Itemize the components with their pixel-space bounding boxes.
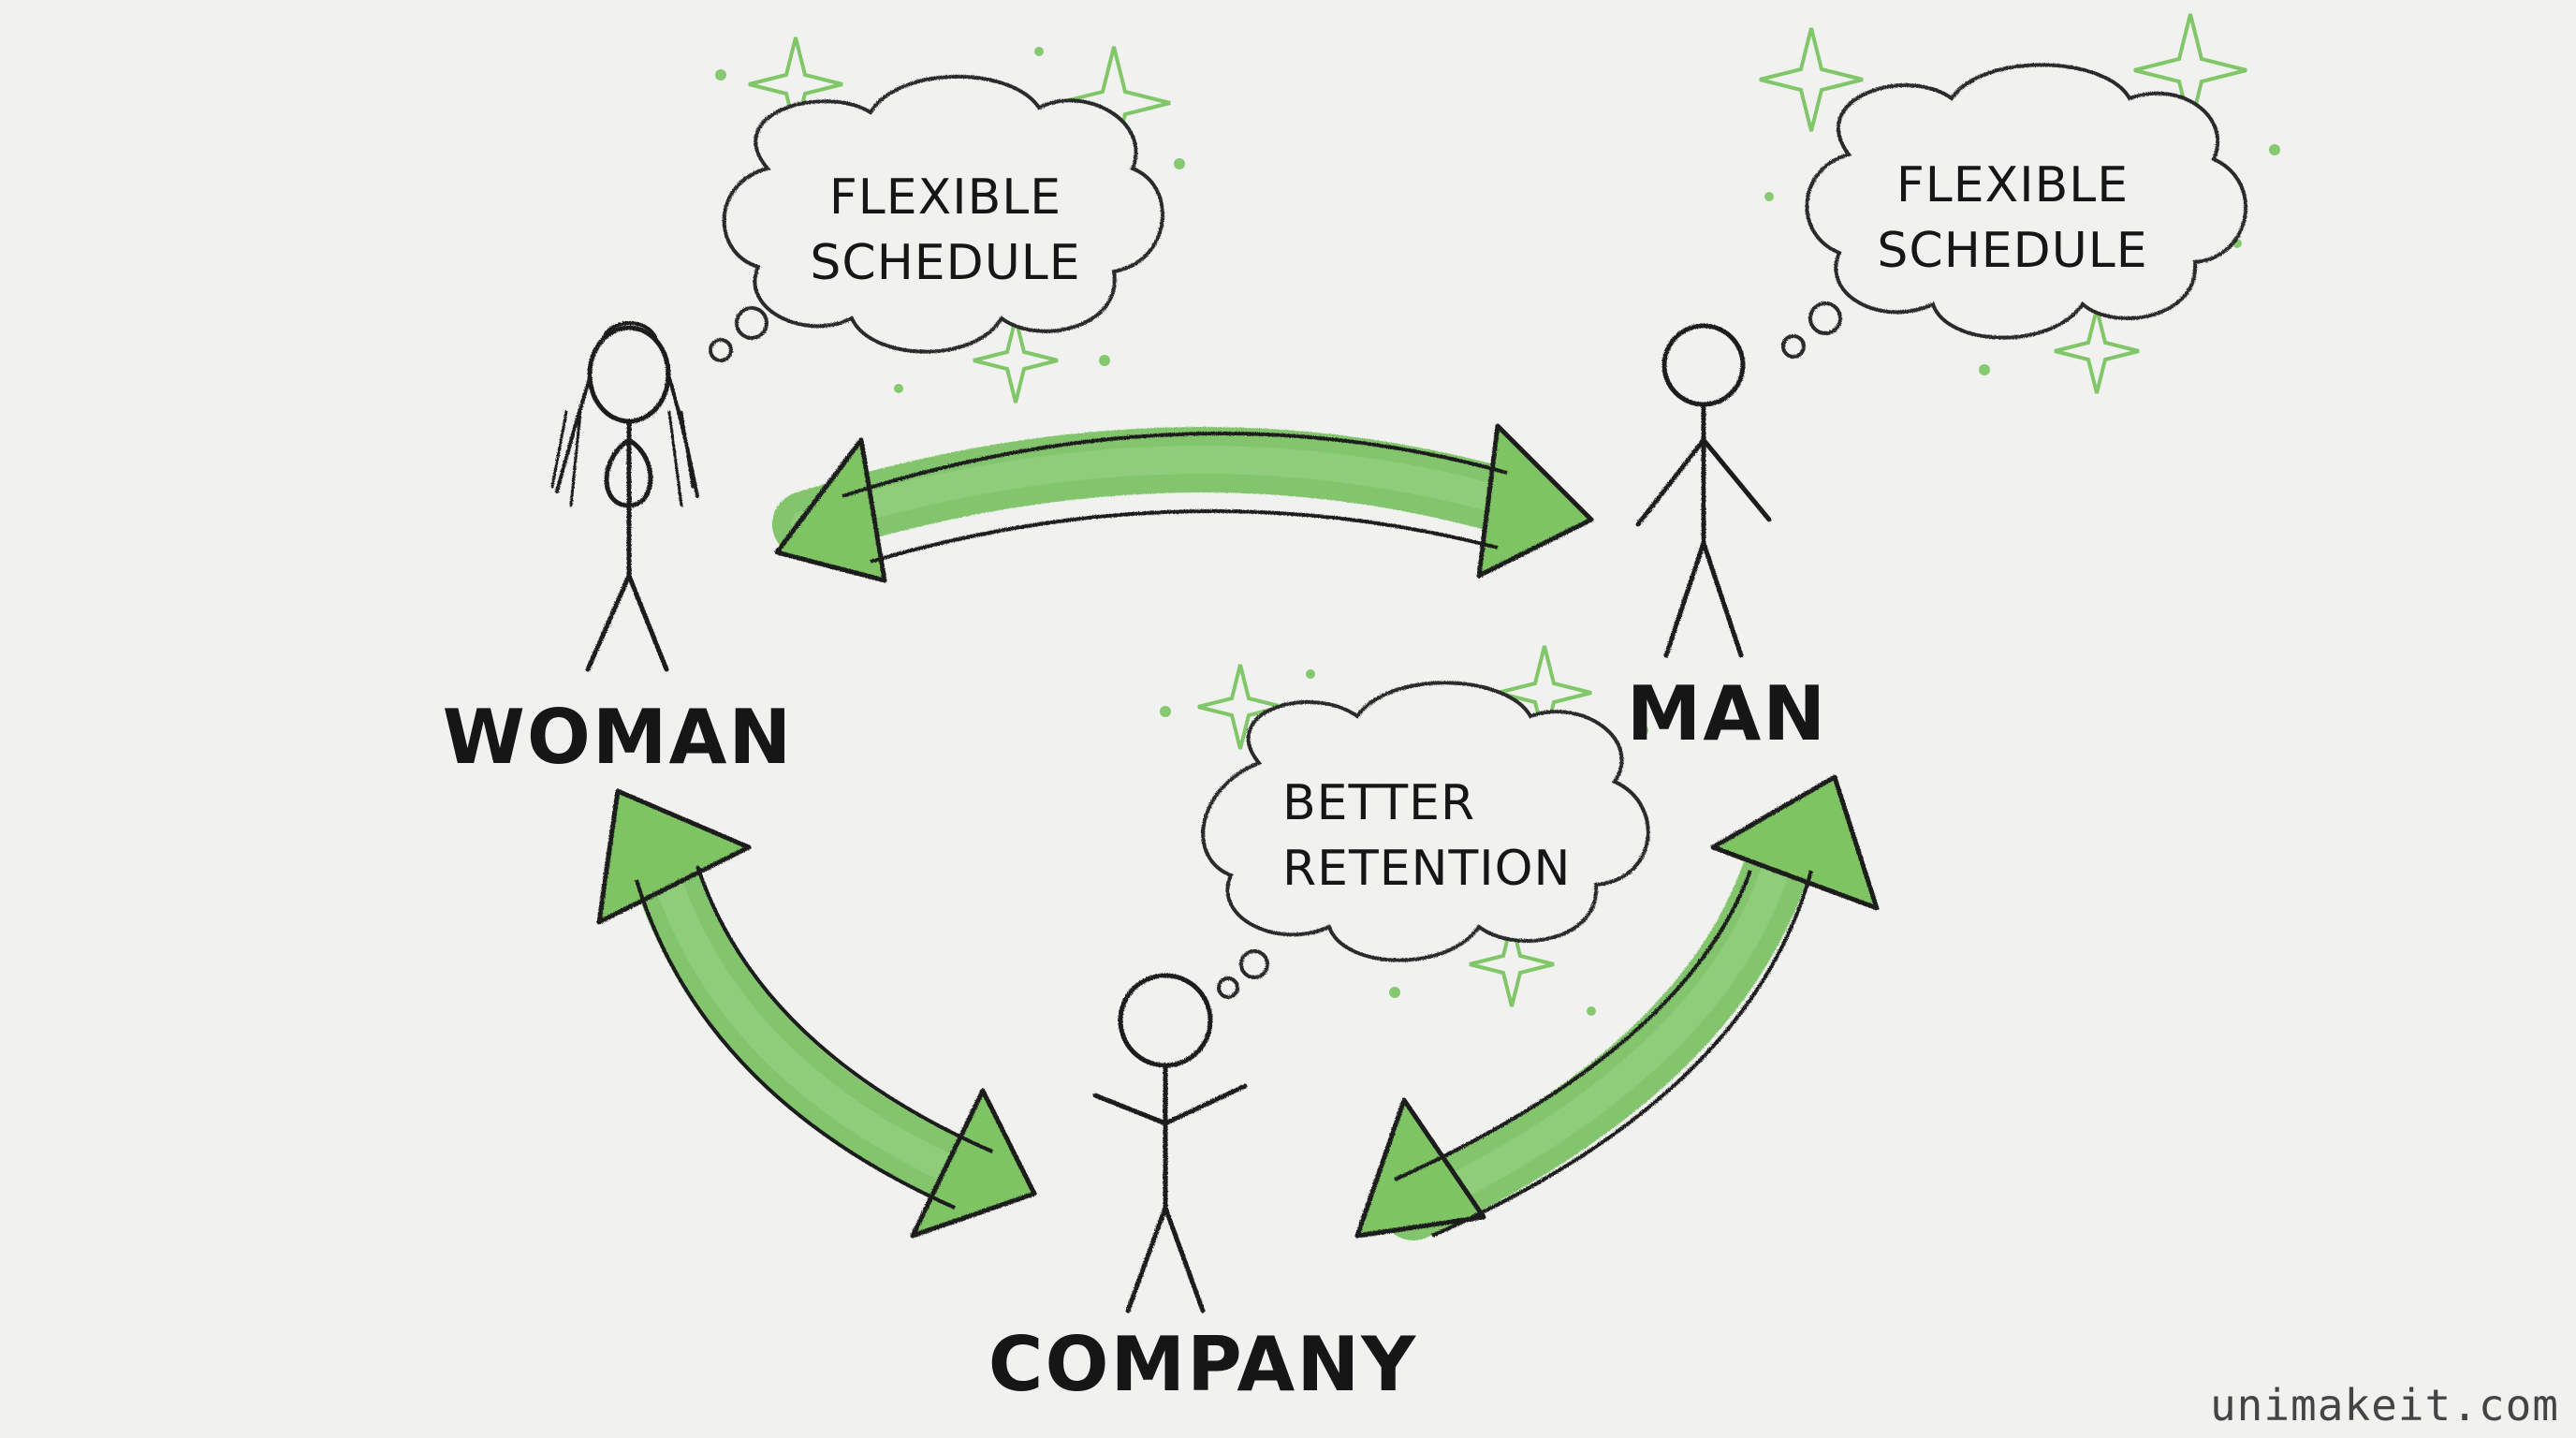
- stick-figure-company: [1092, 973, 1248, 1313]
- label-company: COMPANY: [988, 1321, 1417, 1408]
- bubble-woman-line2: SCHEDULE: [810, 235, 1080, 291]
- label-man: MAN: [1627, 670, 1827, 757]
- thought-bubble-woman: [709, 74, 1165, 362]
- bubble-man-line2: SCHEDULE: [1877, 223, 2147, 279]
- bubble-man-line1: FLEXIBLE: [1896, 157, 2129, 213]
- thought-bubble-company: [1201, 681, 1650, 999]
- bubble-woman-line1: FLEXIBLE: [829, 169, 1061, 226]
- arrow-woman-man: [772, 423, 1594, 583]
- label-woman: WOMAN: [443, 694, 794, 781]
- arrow-man-company: [1354, 774, 1880, 1240]
- watermark-text: unimakeit.com: [2209, 1380, 2559, 1431]
- bubble-company-line2: RETENTION: [1282, 841, 1571, 897]
- stick-figure-man: [1635, 323, 1772, 658]
- arrow-woman-company: [596, 788, 1037, 1239]
- stick-figure-woman: [550, 321, 699, 672]
- thought-bubble-man: [1781, 63, 2247, 359]
- bubble-company-line1: BETTER: [1282, 775, 1475, 831]
